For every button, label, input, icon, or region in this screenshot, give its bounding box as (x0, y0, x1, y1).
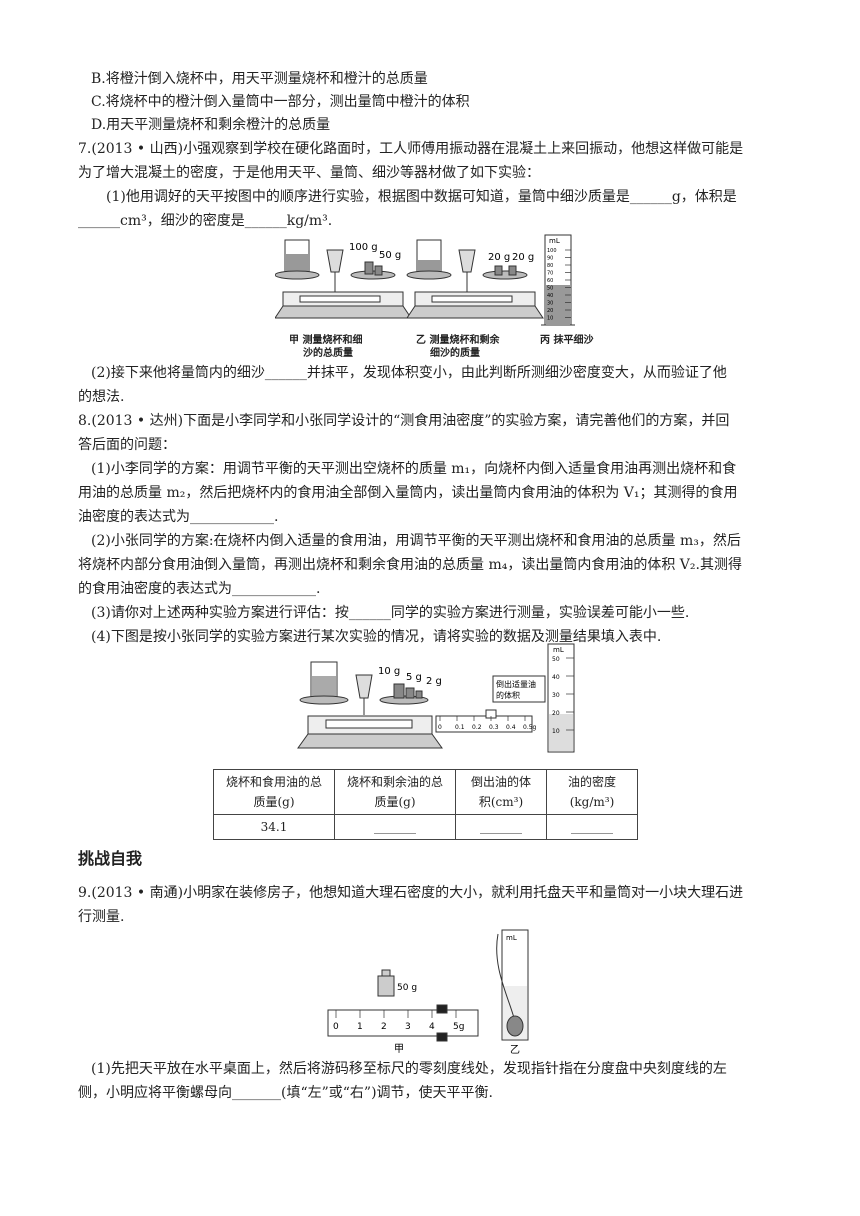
tick-label: 70 (547, 271, 553, 277)
scale-ruler (327, 1004, 479, 1042)
tick-label: 50 (552, 656, 560, 663)
q9-line-2: 行测量. (78, 909, 125, 925)
tick-label: 0.3 (489, 724, 499, 731)
tick-label: 40 (552, 674, 560, 681)
caption-jia: 甲 (394, 1044, 404, 1055)
q7-line-1: 7.(2013 • 山西)小强观察到学校在硬化路面时，工人师傅用振动器在混凝土上… (78, 141, 744, 157)
weight-label-20g-a: 20 g (488, 252, 510, 263)
q8-part4: (4)下图是按小张同学的实验方案进行某次实验的情况，请将实验的数据及测量结果填入… (91, 629, 662, 645)
header-cell: 油的密度(kg/m³) (546, 769, 638, 815)
ruler-ticks: 0 1 2 3 4 5g (333, 1010, 464, 1032)
tick-label: 2 (381, 1022, 387, 1032)
tick-label: 10 (547, 316, 553, 322)
table-cell: _______ (546, 814, 638, 840)
q7-part1-line-1: (1)他用调好的天平按图中的顺序进行实验，根据图中数据可知道，量筒中细沙质量是_… (106, 189, 737, 205)
tick-label: 20 (552, 710, 560, 717)
cylinder-unit-q9: mL (506, 934, 517, 942)
weight-50g (377, 969, 395, 997)
q7-part1-line-2: ______cm³，细沙的密度是______kg/m³. (78, 213, 333, 229)
q8-part2-line-3: 的食用油密度的表达式为____________. (78, 581, 321, 597)
tick-label: 30 (547, 301, 553, 307)
q8-part2-line-1: (2)小张同学的方案:在烧杯内倒入适量的食用油，用调节平衡的天平测出烧杯和食用油… (91, 533, 741, 549)
tick-label: 0 (333, 1022, 339, 1032)
q8-part2-line-2: 将烧杯内部分食用油倒入量筒，再测出烧杯和剩余食用油的总质量 m₄，读出量筒内食用… (78, 557, 742, 573)
cylinder-ticks-q8: 50 40 30 20 10 (552, 656, 574, 735)
option-c: C.将烧杯中的橙汁倒入量筒中一部分，测出量筒中橙汁的体积 (91, 94, 470, 110)
table-cell: _______ (455, 814, 547, 840)
scale-ticks: 0 0.1 0.2 0.3 0.4 0.5g (438, 716, 537, 731)
tick-label: 5g (453, 1022, 464, 1032)
balance-a (275, 239, 412, 319)
tick-label: 20 (547, 308, 553, 314)
tick-label: 0.5g (523, 724, 537, 731)
tick-label: 50 (547, 286, 553, 292)
table-cell: 34.1 (213, 814, 335, 840)
weight-label-5g: 5 g (406, 672, 422, 683)
table-row: 34.1 _______ _______ _______ (213, 814, 638, 840)
tick-label: 0.4 (506, 724, 516, 731)
cylinder-q8 (547, 643, 575, 753)
table-cell: _______ (334, 814, 456, 840)
tick-label: 0.1 (455, 724, 465, 731)
q8-part1-line-2: 用油的总质量 m₂，然后把烧杯内的食用油全部倒入量筒内，读出量筒内食用油的体积为… (78, 485, 738, 501)
enlarged-scale (435, 709, 533, 733)
cylinder-q9 (496, 929, 529, 1041)
option-b: B.将橙汁倒入烧杯中，用天平测量烧杯和橙汁的总质量 (91, 71, 428, 87)
q9-line-1: 9.(2013 • 南通)小明家在装修房子，他想知道大理石密度的大小，就利用托盘… (78, 885, 744, 901)
header-cell: 倒出油的体积(cm³) (455, 769, 547, 815)
tick-label: 1 (357, 1022, 363, 1032)
balance-q8 (297, 661, 443, 749)
q8-part3: (3)请你对上述两种实验方案进行评估：按______同学的实验方案进行测量，实验… (91, 605, 690, 621)
table-header-row: 烧杯和食用油的总质量(g) 烧杯和剩余油的总质量(g) 倒出油的体积(cm³) … (213, 769, 638, 815)
caption-b: 乙 测量烧杯和剩余细沙的质量 (416, 335, 500, 359)
tick-label: 40 (547, 293, 553, 299)
tick-label: 3 (405, 1022, 411, 1032)
figure-q8: 10 g 5 g 2 g 0 0.1 0.2 0.3 0.4 0.5g 倒出适量油 的体积… (297, 643, 575, 753)
weight-label-100g: 100 g (349, 242, 378, 253)
tick-label: 0.2 (472, 724, 482, 731)
q9-part1-line-1: (1)先把天平放在水平桌面上，然后将游码移至标尺的零刻度线处，发现指针指在分度盘… (91, 1061, 727, 1077)
tick-label: 0 (438, 724, 442, 731)
tick-label: 80 (547, 263, 553, 269)
option-d: D.用天平测量烧杯和剩余橙汁的总质量 (91, 117, 331, 133)
section-title: 挑战自我 (78, 849, 143, 868)
header-cell: 烧杯和剩余油的总质量(g) (334, 769, 456, 815)
weight-label-20g-b: 20 g (512, 252, 534, 263)
q8-part1-line-1: (1)小李同学的方案：用调节平衡的天平测出空烧杯的质量 m₁，向烧杯内倒入适量食… (91, 461, 737, 477)
q7-part2-line-2: 的想法. (78, 389, 125, 405)
figure-q9: 50 g 0 1 2 3 4 5g 甲 mL 乙 (327, 929, 529, 1056)
callout-line-1: 倒出适量油 (496, 679, 536, 689)
tick-label: 30 (552, 692, 560, 699)
weight-label-2g: 2 g (426, 676, 442, 687)
weight-label-50g: 50 g (379, 250, 401, 261)
tick-label: 10 (552, 728, 560, 735)
weight-label-50g: 50 g (397, 983, 417, 993)
weight-label-10g: 10 g (378, 666, 400, 677)
q9-part1-line-2: 侧，小明应将平衡螺母向_______(填“左”或“右”)调节，使天平平衡. (78, 1085, 494, 1101)
q7-line-2: 为了增大混凝土的密度，于是他用天平、量筒、细沙等器材做了如下实验： (78, 165, 540, 181)
tick-label: 100 (547, 248, 557, 254)
q7-part2-line-1: (2)接下来他将量筒内的细沙______并抹平，发现体积变小，由此判断所测细沙密… (91, 365, 727, 381)
tick-label: 90 (547, 256, 553, 262)
q8-part1-line-3: 油密度的表达式为____________. (78, 509, 279, 525)
caption-yi: 乙 (510, 1044, 520, 1056)
callout-box (492, 675, 546, 703)
header-cell: 烧杯和食用油的总质量(g) (213, 769, 335, 815)
cylinder-unit: mL (549, 237, 560, 245)
q8-line-1: 8.(2013 • 达州)下面是小李同学和小张同学设计的“测食用油密度”的实验方… (78, 413, 730, 429)
cylinder-unit-q8: mL (553, 646, 564, 654)
data-table: 烧杯和食用油的总质量(g) 烧杯和剩余油的总质量(g) 倒出油的体积(cm³) … (213, 769, 638, 840)
caption-c: 丙 抹平细沙 (540, 335, 594, 346)
tick-label: 4 (429, 1022, 435, 1032)
q8-line-2: 答后面的问题： (78, 437, 176, 453)
callout-line-2: 的体积 (496, 690, 520, 700)
caption-a: 甲 测量烧杯和细沙的总质量 (289, 335, 363, 359)
balance-b (406, 239, 544, 319)
tick-label: 60 (547, 278, 553, 284)
